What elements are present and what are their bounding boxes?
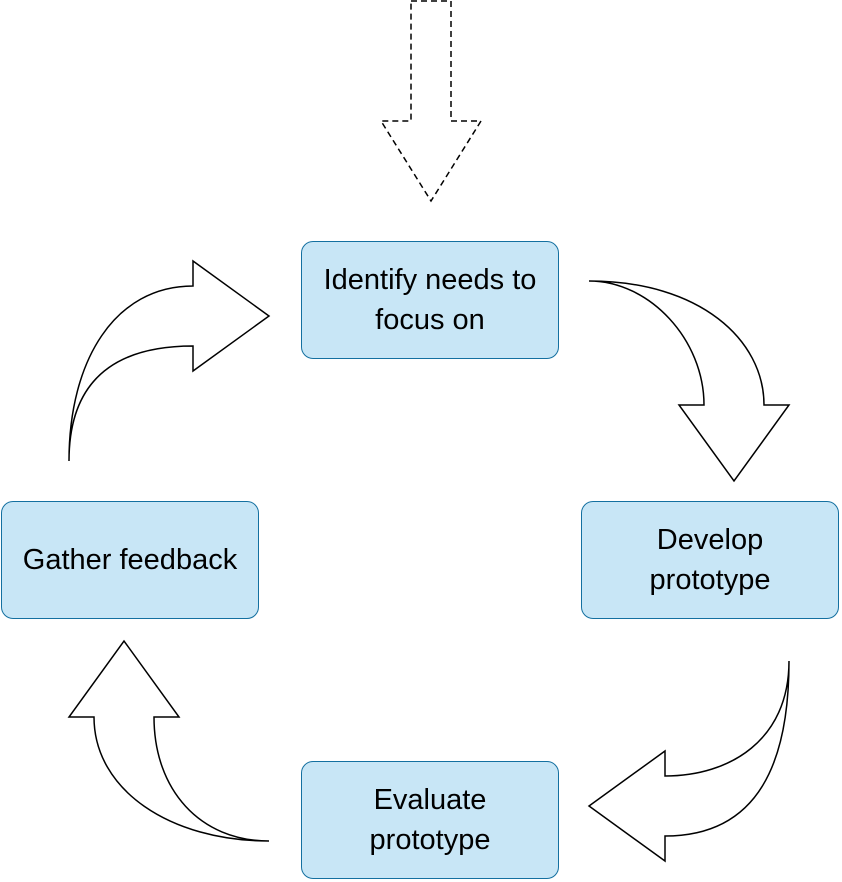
develop-prototype-node: Develop prototype [581,501,839,619]
arrow-identify-to-develop [588,280,791,483]
gather-feedback-label: Gather feedback [22,544,238,576]
arrow-evaluate-to-gather [67,639,270,842]
gather-feedback-node: Gather feedback [1,501,259,619]
evaluate-prototype-node: Evaluate prototype [301,761,559,879]
arrow-develop-to-evaluate [587,660,790,863]
identify-needs-node: Identify needs to focus on [301,241,559,359]
evaluate-prototype-label: Evaluate prototype [369,784,491,856]
identify-needs-label: Identify needs to focus on [323,264,537,336]
entry-arrow [379,0,483,203]
arrow-gather-to-identify [68,259,271,462]
develop-prototype-label: Develop prototype [649,524,771,596]
